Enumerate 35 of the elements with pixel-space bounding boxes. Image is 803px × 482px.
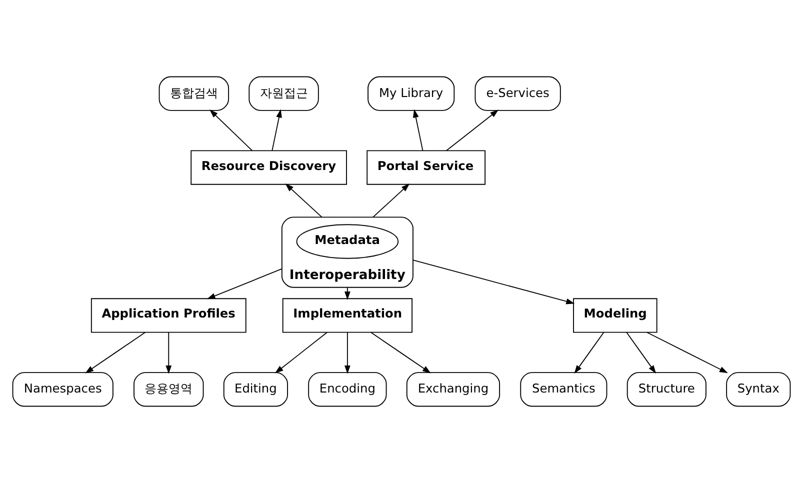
node-box: Implementation	[282, 298, 412, 332]
node-box: Application Profiles	[90, 298, 246, 332]
arrow	[446, 109, 499, 151]
arrow	[370, 331, 431, 373]
node-box: Exchanging	[406, 372, 500, 406]
arrow	[372, 183, 410, 218]
node-ellipse: Metadata	[296, 224, 399, 258]
arrow	[274, 331, 328, 373]
arrow	[646, 331, 728, 373]
arrow	[626, 331, 656, 374]
arrow	[206, 268, 282, 299]
node-box: Encoding	[308, 372, 387, 406]
node-box: 통합검색	[158, 76, 230, 110]
node-box: Syntax	[726, 372, 791, 406]
node-box: My Library	[368, 76, 455, 110]
node-box: Portal Service	[366, 150, 486, 184]
arrow	[85, 331, 146, 373]
node-box: Modeling	[573, 298, 658, 332]
arrow	[344, 286, 350, 300]
arrow	[412, 108, 424, 151]
node-box: Editing	[223, 372, 288, 406]
node-box: 자원접근	[248, 76, 319, 110]
node-box: Namespaces	[12, 372, 114, 406]
arrow	[344, 331, 350, 374]
node-box: 응용영역	[134, 372, 204, 406]
arrow	[166, 331, 172, 374]
arrow	[412, 259, 575, 304]
arrow	[210, 109, 253, 151]
node-box: e-Services	[474, 76, 561, 110]
node-box: Structure	[626, 372, 706, 406]
arrow	[272, 108, 282, 151]
arrow	[574, 331, 604, 374]
arrow	[285, 183, 322, 218]
node-box: Semantics	[520, 372, 608, 406]
node-box: Resource Discovery	[190, 150, 347, 184]
